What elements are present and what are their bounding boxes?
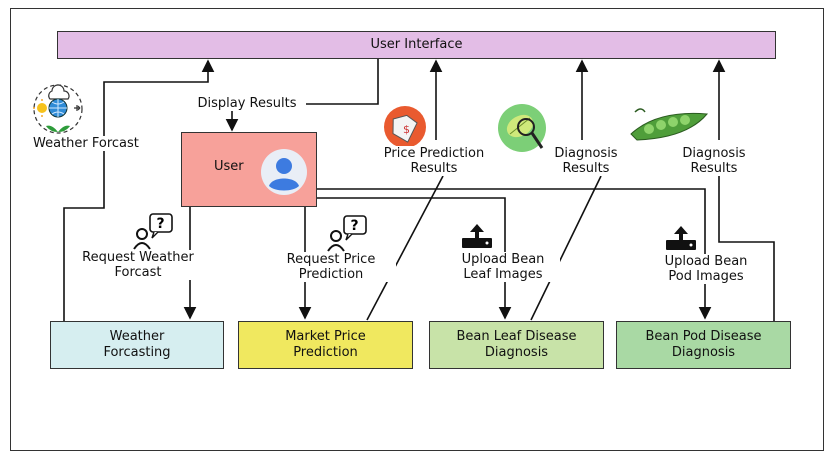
request-weather-label: Request Weather Forcast <box>70 250 206 280</box>
weather-forcasting-box: Weather Forcasting <box>50 321 224 369</box>
upload-icon <box>462 224 492 248</box>
upload-leaf-label: Upload Bean Leaf Images <box>446 252 560 282</box>
price-prediction-results-label: Price Prediction Results <box>370 146 498 176</box>
user-box: User <box>181 132 317 207</box>
svg-text:$: $ <box>403 123 410 136</box>
diagram-frame <box>10 8 824 451</box>
market-price-prediction-label: Market Price Prediction <box>285 329 366 360</box>
request-question-icon: ? <box>327 215 367 252</box>
weather-icon <box>33 84 83 134</box>
pea-pod-icon <box>630 108 709 141</box>
upload-pod-label: Upload Bean Pod Images <box>650 254 762 284</box>
request-price-label: Request Price Prediction <box>266 252 396 282</box>
bean-pod-disease-diagnosis-label: Bean Pod Disease Diagnosis <box>645 329 762 360</box>
leaf-to-label-line <box>530 175 602 321</box>
bean-leaf-disease-diagnosis-label: Bean Leaf Disease Diagnosis <box>456 329 577 360</box>
svg-text:?: ? <box>157 216 165 232</box>
weather-forcast-label: Weather Forcast <box>33 136 161 151</box>
user-label: User <box>214 159 244 174</box>
pod-diagnosis-results-label: Diagnosis Results <box>674 146 754 176</box>
price-tag-icon: $ <box>384 106 426 148</box>
bean-pod-disease-diagnosis-box: Bean Pod Disease Diagnosis <box>616 321 791 369</box>
pod-to-label-line <box>718 176 775 321</box>
display-results-line <box>225 59 379 132</box>
leaf-magnifier-icon <box>498 104 546 152</box>
avatar-icon <box>261 149 307 195</box>
svg-text:?: ? <box>351 218 359 234</box>
upload-icon <box>666 226 696 250</box>
leaf-diagnosis-results-label: Diagnosis Results <box>546 146 626 176</box>
market-to-label-line <box>366 175 444 321</box>
user-interface-title: User Interface <box>370 37 463 52</box>
market-price-prediction-box: Market Price Prediction <box>238 321 413 369</box>
request-question-icon: ? <box>133 213 173 250</box>
user-interface-bar: User Interface <box>57 31 776 59</box>
bean-leaf-disease-diagnosis-box: Bean Leaf Disease Diagnosis <box>429 321 604 369</box>
weather-forcasting-label: Weather Forcasting <box>103 329 171 360</box>
display-results-label: Display Results <box>188 96 306 111</box>
